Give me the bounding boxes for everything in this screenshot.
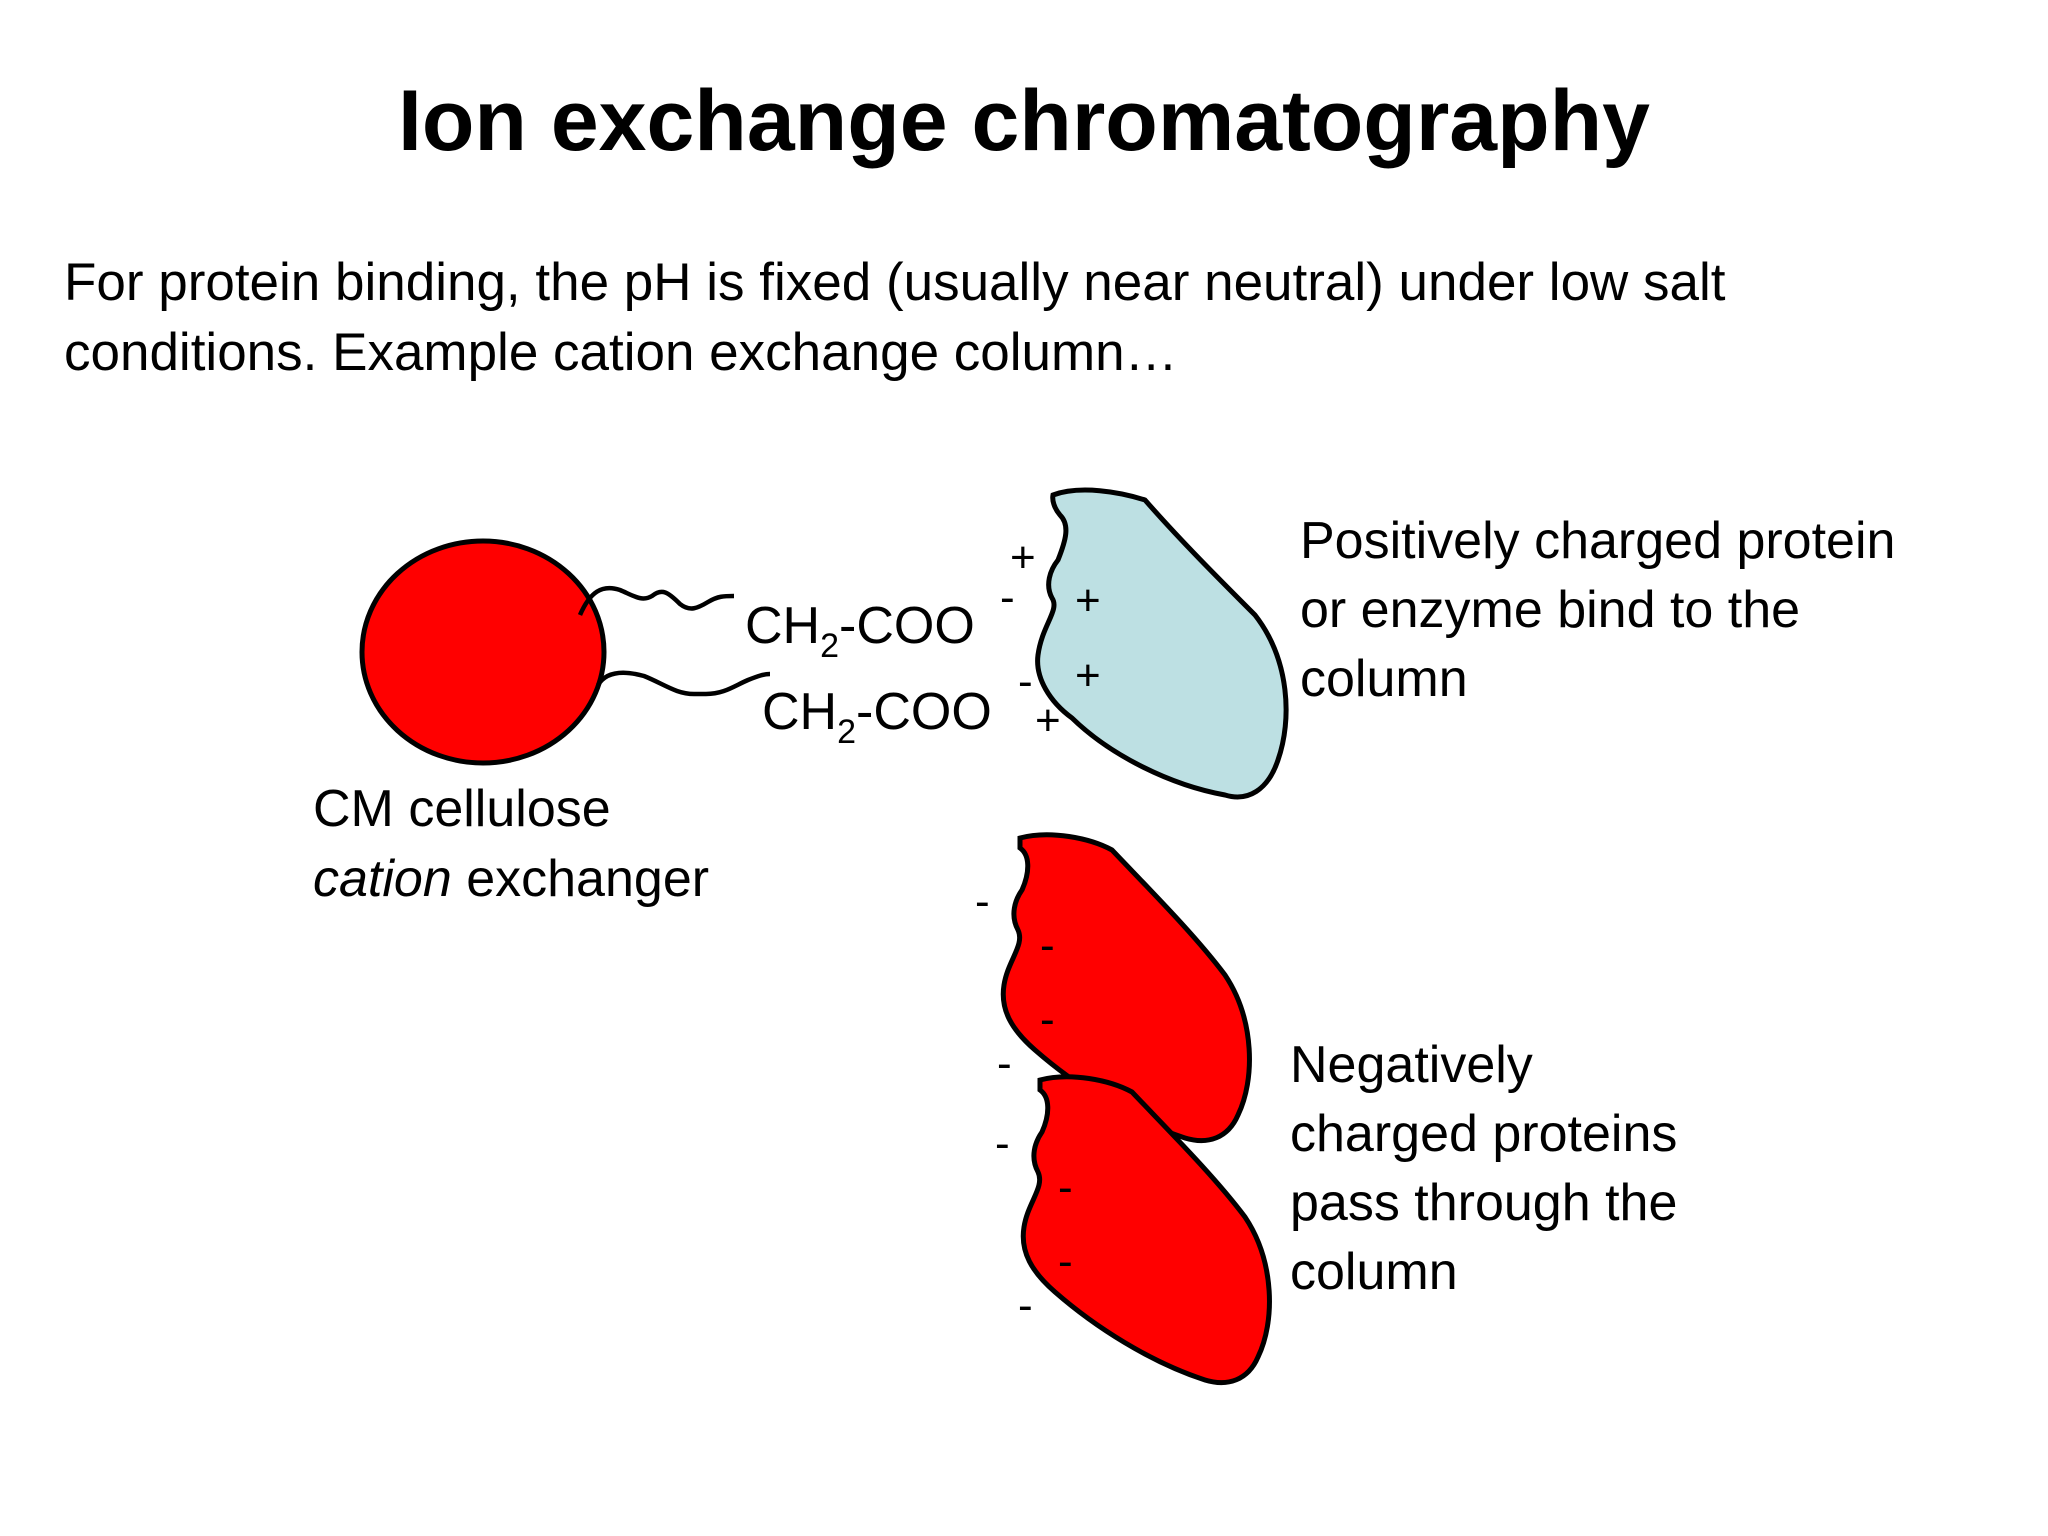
group-1-negative-charge: - (1000, 573, 1015, 622)
negative-protein-2 (1020, 1074, 1272, 1386)
linker-chain-lower (596, 670, 771, 697)
group-2-subscript: 2 (837, 713, 856, 751)
positive-charge-2: + (1075, 576, 1101, 625)
exchanger-caption-line-1: CM cellulose (313, 780, 611, 838)
negative-charge-4: - (997, 1039, 1012, 1088)
group-1-coo: -COO (839, 597, 975, 655)
group-1-ch: CH (745, 597, 820, 655)
group-2-negative-charge: - (1018, 657, 1033, 706)
negative-caption-line-2: charged proteins (1290, 1105, 1677, 1163)
negative-charge-2: - (1040, 921, 1055, 970)
intro-text: For protein binding, the pH is fixed (us… (64, 248, 2024, 388)
positive-charge-3: + (1075, 651, 1101, 700)
linker-chain-upper (577, 585, 735, 616)
group-1-subscript: 2 (820, 627, 839, 665)
group-2-coo: -COO (856, 683, 992, 741)
exchanger-caption-italic: cation (313, 850, 452, 908)
intro-line-1: For protein binding, the pH is fixed (us… (64, 253, 1726, 312)
negative-proteins-caption: Negatively charged proteins pass through… (1290, 1036, 1692, 1301)
negative-charge-5: - (995, 1119, 1010, 1168)
positive-protein (1035, 487, 1289, 800)
positive-charge-4: + (1035, 696, 1061, 745)
cm-cellulose-bead (359, 538, 607, 766)
positive-caption-line-1: Positively charged protein (1300, 512, 1895, 570)
intro-line-2: conditions. Example cation exchange colu… (64, 323, 1178, 382)
positive-caption-line-3: column (1300, 650, 1468, 708)
negative-charge-3: - (1040, 995, 1055, 1044)
negative-charge-1: - (975, 877, 990, 926)
positive-protein-caption: Positively charged protein or enzyme bin… (1300, 512, 1910, 708)
negative-charge-7: - (1058, 1237, 1073, 1286)
negative-caption-line-1: Negatively (1290, 1036, 1533, 1094)
group-2-ch: CH (762, 683, 837, 741)
positive-caption-line-2: or enzyme bind to the (1300, 581, 1800, 639)
negative-charge-8: - (1018, 1281, 1033, 1330)
exchanger-caption-rest: exchanger (452, 850, 709, 908)
slide-title: Ion exchange chromatography (397, 73, 1651, 169)
carboxymethyl-group-1: CH2-COO (745, 597, 975, 665)
carboxymethyl-group-2: CH2-COO (762, 683, 992, 751)
negative-charge-6: - (1058, 1163, 1073, 1212)
positive-charge-1: + (1010, 533, 1036, 582)
negative-caption-line-4: column (1290, 1243, 1458, 1301)
exchanger-caption: CM cellulose cation exchanger (313, 780, 709, 908)
negative-caption-line-3: pass through the (1290, 1174, 1677, 1232)
